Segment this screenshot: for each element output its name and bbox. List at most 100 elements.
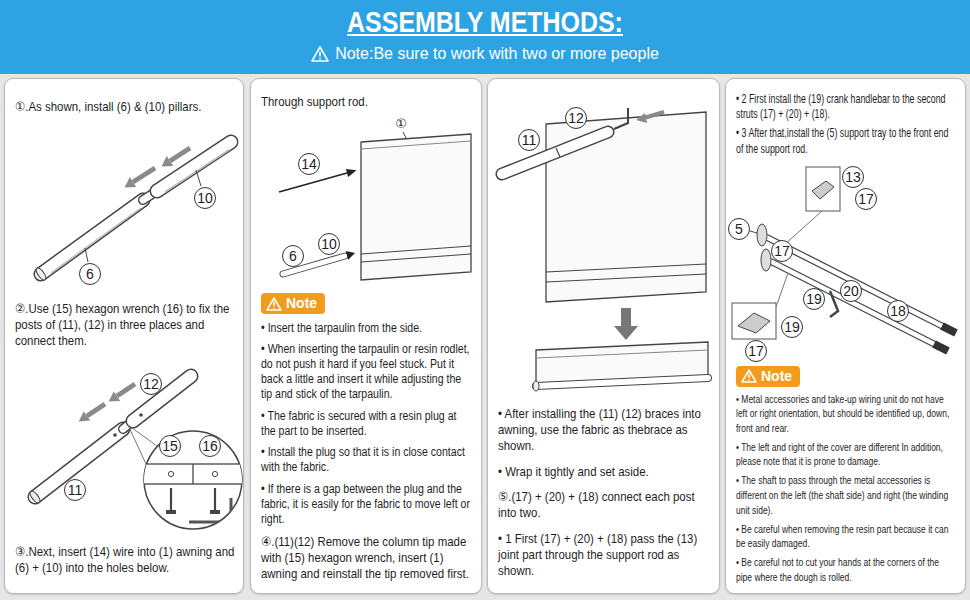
drawing-part (536, 350, 708, 358)
drawing-part (41, 142, 231, 274)
strut-frame-drawing (726, 161, 967, 361)
drawing-part (162, 156, 174, 167)
drawing-part (157, 142, 231, 191)
drawing-part (319, 52, 321, 57)
drawing-part (157, 142, 231, 191)
instruction-text: • Be careful not to cut your hands at th… (736, 555, 957, 584)
drawing-part (267, 298, 281, 310)
warning-icon (741, 369, 757, 383)
drawing-part (319, 58, 321, 60)
drawing-part (210, 510, 220, 514)
title-band: ASSEMBLY METHODS: Note:Be sure to work w… (0, 0, 970, 74)
drawing-part (776, 273, 788, 307)
band-note: Note:Be sure to work with two or more pe… (0, 44, 970, 64)
drawing-part (812, 181, 834, 199)
drawing-part (757, 224, 767, 246)
step-panel: ①14610Through support rod.• Insert the t… (250, 78, 482, 594)
drawing-part (109, 391, 121, 401)
drawing-part (51, 208, 141, 273)
drawing-part (117, 384, 135, 396)
instruction-text: • Install the plug so that it is in clos… (261, 445, 473, 475)
instruction-text: • If there is a gap between the plug and… (261, 482, 473, 527)
drawing-part (636, 113, 647, 123)
drawing-part (34, 267, 47, 282)
callout-number: 6 (282, 245, 304, 267)
drawing-part (133, 168, 155, 182)
callout-number: 19 (781, 316, 803, 338)
step-panel: 13175172019181917• 2 First install the (… (725, 78, 966, 594)
drawing-part (614, 108, 628, 129)
drawing-part (770, 261, 940, 347)
instruction-text: • Wrap it tightly and set aside. (498, 464, 711, 480)
instruction-text: ⑤.(17) + (20) + (18) connect each post i… (498, 489, 711, 522)
warning-icon-holder (266, 297, 282, 311)
step-panel: 12151611 106①.As shown, install (6) & (1… (4, 78, 244, 594)
instruction-text: Through support rod. (261, 94, 473, 110)
drawing-part (556, 148, 560, 157)
drawing-part (770, 261, 940, 347)
drawing-part (346, 170, 357, 178)
band-note-text: Note:Be sure to work with two or more pe… (335, 44, 659, 64)
drawing-part (784, 211, 822, 245)
instruction-text: • The left and right of the cover are di… (736, 440, 957, 469)
callout-number: 13 (842, 166, 864, 188)
drawing-part (139, 413, 143, 417)
drawing-part (761, 249, 771, 271)
diagram-title: ASSEMBLY METHODS: (68, 5, 902, 39)
drawing-part (273, 301, 275, 306)
callout-number: 19 (803, 288, 825, 310)
drawing-part (141, 464, 245, 484)
step-panel: 1112• After installing the (11) (12) bra… (487, 78, 720, 594)
drawing-part (279, 173, 347, 192)
callout-number: 17 (745, 340, 767, 362)
drawing-part (28, 489, 41, 504)
drawing-part (170, 488, 172, 510)
drawing-part (536, 378, 708, 386)
instruction-text: ③.Next, insert (14) wire into (1) awning… (15, 544, 235, 577)
instruction-text: • Metal accessories and take-up wiring u… (736, 392, 957, 436)
drawing-part (189, 498, 231, 522)
drawing-part (748, 374, 750, 379)
drawing-part (361, 141, 471, 149)
drawing-part (942, 326, 956, 333)
warning-icon-holder (741, 369, 757, 383)
callout-number: 11 (518, 129, 540, 151)
drawing-part (748, 380, 750, 382)
instruction-text: • 3 After that,install the (5) support t… (736, 126, 957, 156)
drawing-part (346, 252, 355, 261)
drawing-part (125, 177, 137, 187)
instruction-text: • When inserting the tarpaulin or resin … (261, 342, 473, 402)
instruction-text: ②.Use (15) hexagon wrench (16) to fix th… (15, 301, 235, 350)
callout-number: 17 (855, 188, 877, 210)
drawing-part (830, 291, 838, 317)
drawing-part (533, 381, 539, 391)
drawing-part (166, 510, 176, 514)
callout-number: 16 (199, 435, 221, 457)
drawing-part (546, 274, 706, 282)
callout-number: 14 (298, 153, 320, 175)
instruction-text: • 2 First install the (19) crank handleb… (736, 92, 957, 122)
instruction-text: • The shaft to pass through the metal ac… (736, 473, 957, 517)
drawing-part (212, 471, 217, 476)
instruction-text: • 1 First (17) + (20) + (18) pass the (1… (498, 531, 711, 580)
drawing-part (738, 313, 770, 333)
callout-number: 6 (79, 263, 101, 285)
note-badge-text: Note (761, 368, 792, 385)
drawing-part (113, 433, 117, 437)
drawing-part (614, 308, 638, 340)
drawing-part (750, 231, 757, 233)
drawing-part (128, 425, 146, 464)
drawing-part (128, 425, 157, 446)
instruction-text: • Be careful when removing the resin par… (736, 522, 957, 551)
callout-number: 17 (771, 240, 793, 262)
drawing-part (361, 246, 471, 254)
drawing-part (806, 167, 840, 211)
drawing-part (742, 370, 756, 382)
callout-number: ① (393, 116, 409, 132)
instruction-text: ①.As shown, install (6) & (10) pillars. (15, 99, 235, 115)
drawing-part (196, 170, 201, 186)
drawing-part (273, 307, 275, 309)
drawing-part (361, 134, 471, 280)
instruction-text: • Insert the tarpaulin from the side. (261, 321, 473, 336)
warning-icon (266, 297, 282, 311)
